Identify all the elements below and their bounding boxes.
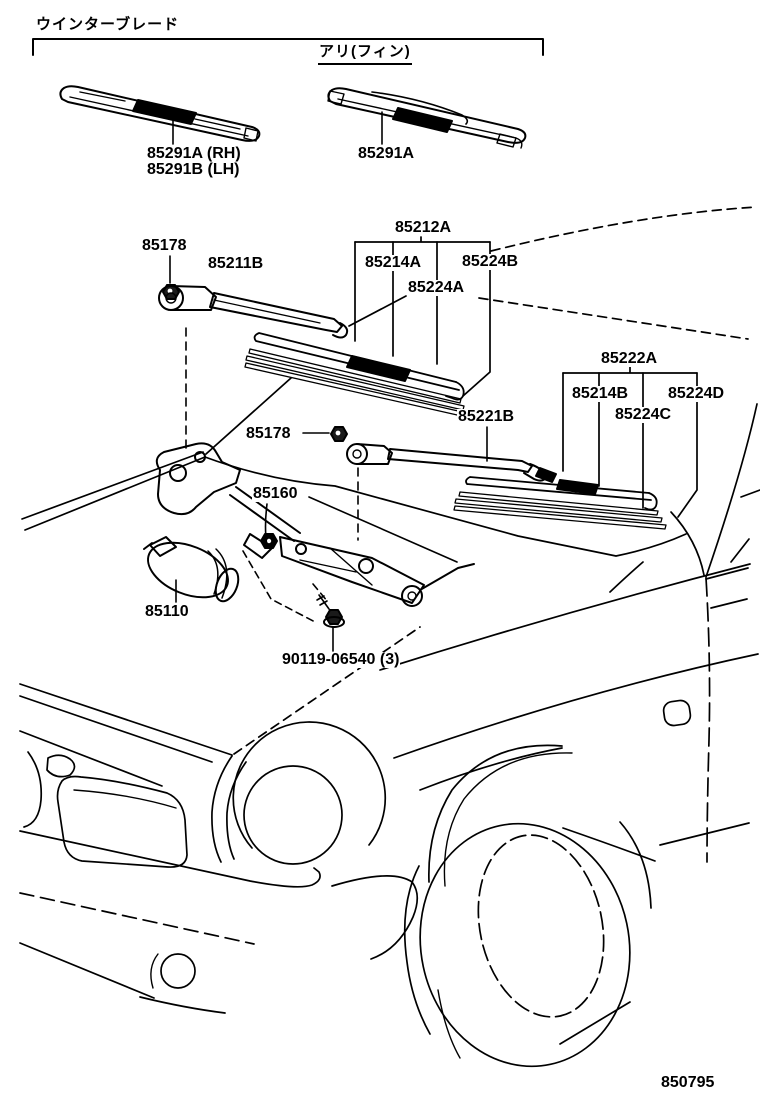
- part-label-clip-d: 85224D: [667, 385, 726, 402]
- part-label-clip-b: 85224B: [461, 253, 520, 270]
- part-label-link-assy: 85160: [252, 485, 299, 502]
- figure-code: 850795: [660, 1074, 716, 1091]
- part-label-clip-a: 85224A: [407, 279, 466, 296]
- part-label-blade-assy-rh: 85212A: [394, 219, 453, 236]
- wiper-arm-lh-drawing: [302, 426, 557, 541]
- part-label-arm-lh: 85221B: [457, 408, 516, 425]
- winter-blade-drawing: [59, 85, 261, 145]
- wiper-motor-drawing: [143, 536, 329, 624]
- part-label-winter-blade-rh: 85291A (RH): [146, 145, 242, 162]
- part-label-bolt: 90119-06540 (3): [281, 651, 401, 668]
- part-label-fin-blade: 85291A: [357, 145, 416, 162]
- winter-blade-bracket: [32, 38, 544, 56]
- wiper-arm-rh-drawing: [158, 255, 349, 453]
- bolt-drawing: [316, 594, 345, 652]
- part-label-nut-lower: 85178: [245, 425, 292, 442]
- car-body-line-art: [19, 403, 760, 1068]
- part-label-blade-assy-lh: 85222A: [600, 350, 659, 367]
- wiper-link-drawing: [155, 442, 475, 607]
- blade-assembly-rh-drawing: [244, 332, 468, 418]
- part-label-clip-c: 85224C: [614, 406, 673, 423]
- part-label-nut-upper: 85178: [141, 237, 188, 254]
- blade-assembly-lh-drawing: [453, 476, 667, 530]
- part-label-arm-rh: 85211B: [207, 255, 265, 272]
- cowl-windshield-lines: [21, 206, 758, 557]
- fin-variant-label: アリ(フィン): [318, 44, 412, 65]
- part-label-insert-rh: 85214A: [364, 254, 423, 271]
- part-label-winter-blade-lh: 85291B (LH): [146, 161, 241, 178]
- part-label-insert-lh: 85214B: [571, 385, 630, 402]
- section-header: ウインターブレード: [35, 16, 181, 33]
- fin-blade-drawing: [327, 87, 527, 149]
- part-label-motor: 85110: [144, 603, 190, 620]
